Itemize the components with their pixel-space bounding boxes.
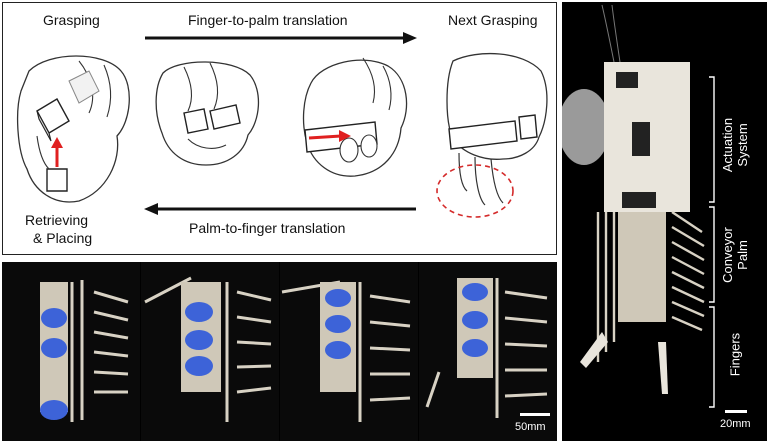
scale-label-strip: 50mm bbox=[515, 421, 546, 433]
label-actuation-line2: System bbox=[735, 123, 750, 167]
section-brackets bbox=[709, 76, 715, 408]
scale-bar-strip bbox=[520, 413, 550, 416]
label-placing: & Placing bbox=[33, 230, 93, 246]
label-conveyor-line2: Palm bbox=[735, 240, 750, 270]
hand-translation-2-illustration bbox=[302, 57, 408, 177]
gripper-photo-3 bbox=[280, 262, 418, 441]
label-conveyor-palm: Conveyor Palm bbox=[720, 210, 750, 300]
gripper-full-illustration bbox=[562, 2, 767, 441]
label-conveyor-line1: Conveyor bbox=[720, 227, 735, 283]
label-actuation-line1: Actuation bbox=[720, 117, 735, 173]
gripper-photo-2 bbox=[141, 262, 279, 441]
gripper-full-photo: Actuation System Conveyor Palm Fingers 2… bbox=[562, 2, 767, 441]
hand-translation-1-illustration bbox=[155, 61, 260, 166]
label-finger-to-palm: Finger-to-palm translation bbox=[188, 12, 348, 28]
scale-bar-right bbox=[725, 410, 747, 413]
gripper-photo-4 bbox=[419, 262, 557, 441]
method-diagram: Grasping Finger-to-palm translation Next… bbox=[2, 2, 557, 255]
label-actuation-system: Actuation System bbox=[720, 100, 750, 190]
label-retrieving: Retrieving bbox=[25, 212, 89, 228]
label-fingers-text: Fingers bbox=[727, 332, 743, 377]
gripper-photo-1 bbox=[2, 262, 140, 441]
label-grasping: Grasping bbox=[43, 12, 100, 28]
photo-sequence-strip: 50mm bbox=[2, 262, 557, 441]
label-next-grasping: Next Grasping bbox=[448, 12, 538, 28]
hand-next-grasping-illustration bbox=[436, 52, 548, 218]
hand-grasping-illustration bbox=[16, 55, 130, 203]
label-fingers: Fingers bbox=[728, 325, 743, 385]
label-palm-to-finger: Palm-to-finger translation bbox=[189, 220, 346, 236]
forward-arrow bbox=[145, 32, 417, 44]
backward-arrow bbox=[144, 203, 416, 215]
scale-label-right: 20mm bbox=[720, 418, 751, 430]
